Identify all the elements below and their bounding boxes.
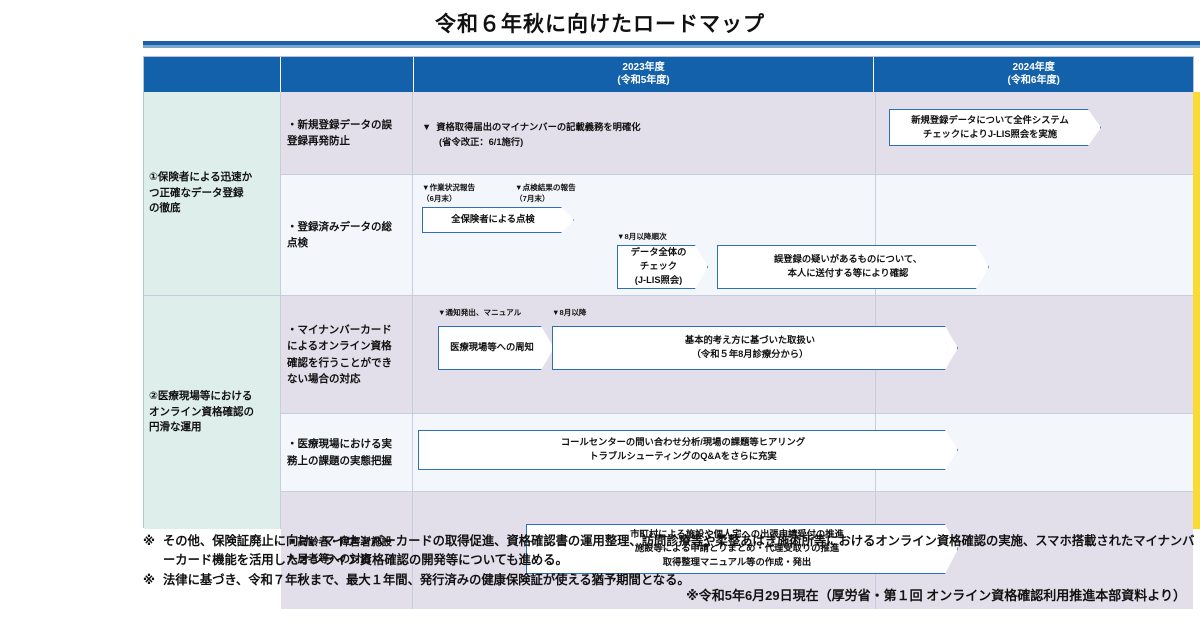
- table-body: ①保険者による迅速か つ正確なデータ登録 の徹底 ②医療現場等における オンライ…: [144, 92, 1200, 609]
- row-subtitle-4: ・医療現場における実 務上の課題の実態把握: [281, 414, 413, 491]
- chevron-box: 基本的考え方に基づいた取扱い （令和５年8月診療分から）: [552, 326, 958, 370]
- row-cells-3: ▼通知発出、マニュアル ▼8月以降 医療現場等への周知 基本的考え方に基づいた取…: [414, 296, 1193, 413]
- table-row: ・医療現場における実 務上の課題の実態把握 コールセンターの問い合わせ分析/現場…: [281, 414, 1193, 492]
- row-subtitle-5: ・高齢者・障害者施設 入居者等への対応: [281, 492, 413, 609]
- chevron-box: 医療現場等への周知: [438, 326, 554, 370]
- note-mark-icon: ※: [143, 534, 155, 548]
- chevron-label: 基本的考え方に基づいた取扱い （令和５年8月診療分から）: [684, 335, 816, 359]
- header-cell-fy2024: 2024年度 (令和6年度): [874, 57, 1194, 92]
- chevron-box: コールセンターの問い合わせ分析/現場の課題等ヒアリング トラブルシューティングの…: [418, 430, 958, 470]
- table-header-row: 2023年度 (令和5年度) 2024年度 (令和6年度): [144, 57, 1194, 92]
- chevron-label: 全保険者による点検: [451, 214, 535, 225]
- milestone-marker: ▼通知発出、マニュアル: [438, 308, 522, 317]
- source-note: ※令和5年6月29日現在（厚労省・第１回 オンライン資格確認利用推進本部資料より…: [686, 588, 1186, 603]
- row-cells-5: 市町村による施設や個人宅への出張申請受付の推進 施設等による申請とりまとめ・代理…: [414, 492, 1193, 609]
- row-subtitle-3: ・マイナンバーカード によるオンライン資格 確認を行うことができ ない場合の対応: [281, 296, 413, 413]
- chevron-label: 市町村による施設や個人宅への出張申請受付の推進 施設等による申請とりまとめ・代理…: [630, 529, 844, 567]
- header-fy2023-line2: (令和5年度): [617, 74, 670, 86]
- header-fy2024-line1: 2024年度: [1012, 61, 1055, 73]
- table-row: ・高齢者・障害者施設 入居者等への対応 市町村による施設や個人宅への出張申請受付…: [281, 492, 1193, 609]
- header-cell-fy2023: 2023年度 (令和5年度): [413, 57, 875, 92]
- bullet-item: ▼ 資格取得届出のマイナンバーの記載義務を明確化 (省令改正：6/1施行): [422, 106, 842, 164]
- chevron-label: 医療現場等への周知: [450, 342, 534, 353]
- category-item-1: ①保険者による迅速か つ正確なデータ登録 の徹底: [144, 92, 280, 296]
- chevron-box: 市町村による施設や個人宅への出張申請受付の推進 施設等による申請とりまとめ・代理…: [526, 524, 958, 574]
- triangle-marker-icon: ▼: [422, 122, 432, 133]
- header-cell-category: [144, 57, 281, 92]
- header-fy2023-line1: 2023年度: [622, 61, 665, 73]
- bullet-sub: (省令改正：6/1施行): [439, 136, 524, 147]
- bullet-head: 資格取得届出のマイナンバーの記載義務を明確化: [436, 122, 641, 133]
- chevron-label: 誤登録の疑いがあるものについて、 本人に送付する等により確認: [773, 254, 922, 278]
- table-row: ・新規登録データの誤 登録再発防止 ▼ 資格取得届出のマイナンバーの記載義務を明確…: [281, 92, 1193, 212]
- note-text: その他、保険証廃止に向け、マイナンバーカードの取得促進、資格確認書の運用整理、訪…: [163, 534, 1195, 567]
- column-divider: [875, 92, 876, 174]
- milestone-marker: ▼8月以降: [552, 308, 587, 317]
- footnote-item: ※ その他、保険証廃止に向け、マイナンバーカードの取得促進、資格確認書の運用整理…: [143, 532, 1200, 569]
- category-column: ①保険者による迅速か つ正確なデータ登録 の徹底 ②医療現場等における オンライ…: [144, 92, 281, 529]
- page-title: 令和６年秋に向けたロードマップ: [435, 13, 765, 36]
- milestone-marker: ▼点検結果の報告 （7月末）: [515, 183, 576, 203]
- row-subtitle-1: ・新規登録データの誤 登録再発防止: [281, 92, 413, 174]
- column-divider: [875, 175, 876, 295]
- row-cells-1: ▼資格取得届出のマイナンバーの記載義務を明確化 (省令改正：6/1施行) ▼マイ…: [414, 92, 1193, 212]
- chevron-box: データ全体の チェック (J-LIS照会): [617, 245, 708, 289]
- footnote-item: ※ 法律に基づき、令和７年秋まで、最大１年間、発行済みの健康保険証が使える猶予期…: [143, 571, 1200, 590]
- chevron-box: 全保険者による点検: [422, 207, 574, 233]
- table-row: ・登録済みデータの総 点検 ▼作業状況報告 （6月末） ▼点検結果の報告 （7月…: [281, 175, 1193, 296]
- milestone-marker: ▼作業状況報告 （6月末）: [422, 183, 476, 203]
- milestone-band: [1193, 92, 1200, 529]
- note-mark-icon: ※: [143, 573, 155, 588]
- title-divider: [143, 41, 1200, 48]
- header-fy2024-line2: (令和6年度): [1007, 74, 1060, 86]
- category-item-2: ②医療現場等における オンライン資格確認の 円滑な運用: [144, 296, 280, 529]
- row-stack: ・新規登録データの誤 登録再発防止 ▼ 資格取得届出のマイナンバーの記載義務を明確…: [281, 92, 1193, 609]
- footnotes: ※ その他、保険証廃止に向け、マイナンバーカードの取得促進、資格確認書の運用整理…: [143, 532, 1200, 592]
- chevron-label: コールセンターの問い合わせ分析/現場の課題等ヒアリング トラブルシューティングの…: [560, 437, 806, 461]
- row-cells-2: ▼作業状況報告 （6月末） ▼点検結果の報告 （7月末） ▼8月以降順次 全保険…: [414, 175, 1193, 295]
- roadmap-table: 2023年度 (令和5年度) 2024年度 (令和6年度) ①保険者による迅速か…: [143, 56, 1200, 609]
- chevron-box: 誤登録の疑いがあるものについて、 本人に送付する等により確認: [717, 245, 989, 289]
- chevron-box: 新規登録データについて全件システム チェックによりJ-LIS照会を実施: [889, 109, 1101, 146]
- row-cells-4: コールセンターの問い合わせ分析/現場の課題等ヒアリング トラブルシューティングの…: [414, 414, 1193, 491]
- chevron-label: 新規登録データについて全件システム チェックによりJ-LIS照会を実施: [911, 114, 1069, 139]
- chevron-label: データ全体の チェック (J-LIS照会): [630, 247, 687, 285]
- table-row: ・マイナンバーカード によるオンライン資格 確認を行うことができ ない場合の対応…: [281, 296, 1193, 414]
- row-subtitle-2: ・登録済みデータの総 点検: [281, 175, 413, 295]
- milestone-marker: ▼8月以降順次: [617, 232, 667, 241]
- header-cell-subtitle: [280, 57, 414, 92]
- note-text: 法律に基づき、令和７年秋まで、最大１年間、発行済みの健康保険証が使える猶予期間と…: [163, 573, 690, 588]
